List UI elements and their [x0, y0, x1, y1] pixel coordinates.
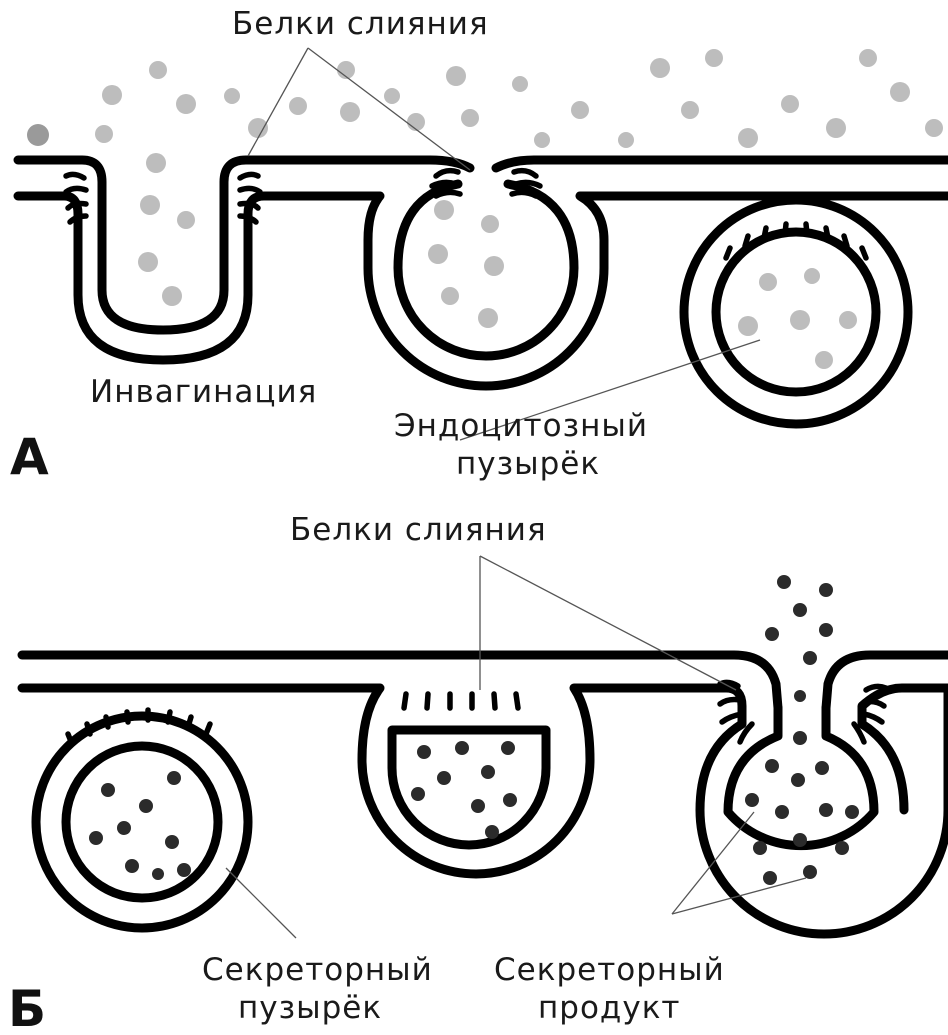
fusion-proteins-label-a: Белки слияния — [232, 6, 489, 42]
panel-letter-b: Б — [8, 980, 46, 1035]
secretory-vesicle-label-line2: пузырёк — [238, 990, 382, 1026]
secretory-product-label-line1: Секреторный — [494, 952, 725, 988]
panel-letter-a: А — [10, 428, 49, 486]
docked-vesicle-inner — [392, 730, 546, 845]
panel-a: Белки слияния Инвагинация Эндоцитозный п… — [10, 6, 948, 486]
fusion-proteins-label-b: Белки слияния — [290, 512, 547, 548]
endocytic-vesicle-label-2: пузырёк — [456, 446, 600, 482]
plasma-membrane-outer-a — [18, 160, 948, 330]
endocytic-vesicle-label: Эндоцитозный — [394, 408, 648, 444]
endocytic-vesicle-label-line1: Эндоцитозный — [394, 408, 648, 444]
panel-b: Белки слияния Секреторный пузырёк Секрет… — [8, 512, 948, 1035]
secretory-vesicle-label-line1: Секреторный — [202, 952, 433, 988]
secretory-vesicle-inner — [66, 746, 218, 898]
secretory-product-label-line2: продукт — [538, 990, 680, 1026]
invagination-label: Инвагинация — [90, 374, 317, 410]
extracellular-particles — [27, 49, 943, 369]
